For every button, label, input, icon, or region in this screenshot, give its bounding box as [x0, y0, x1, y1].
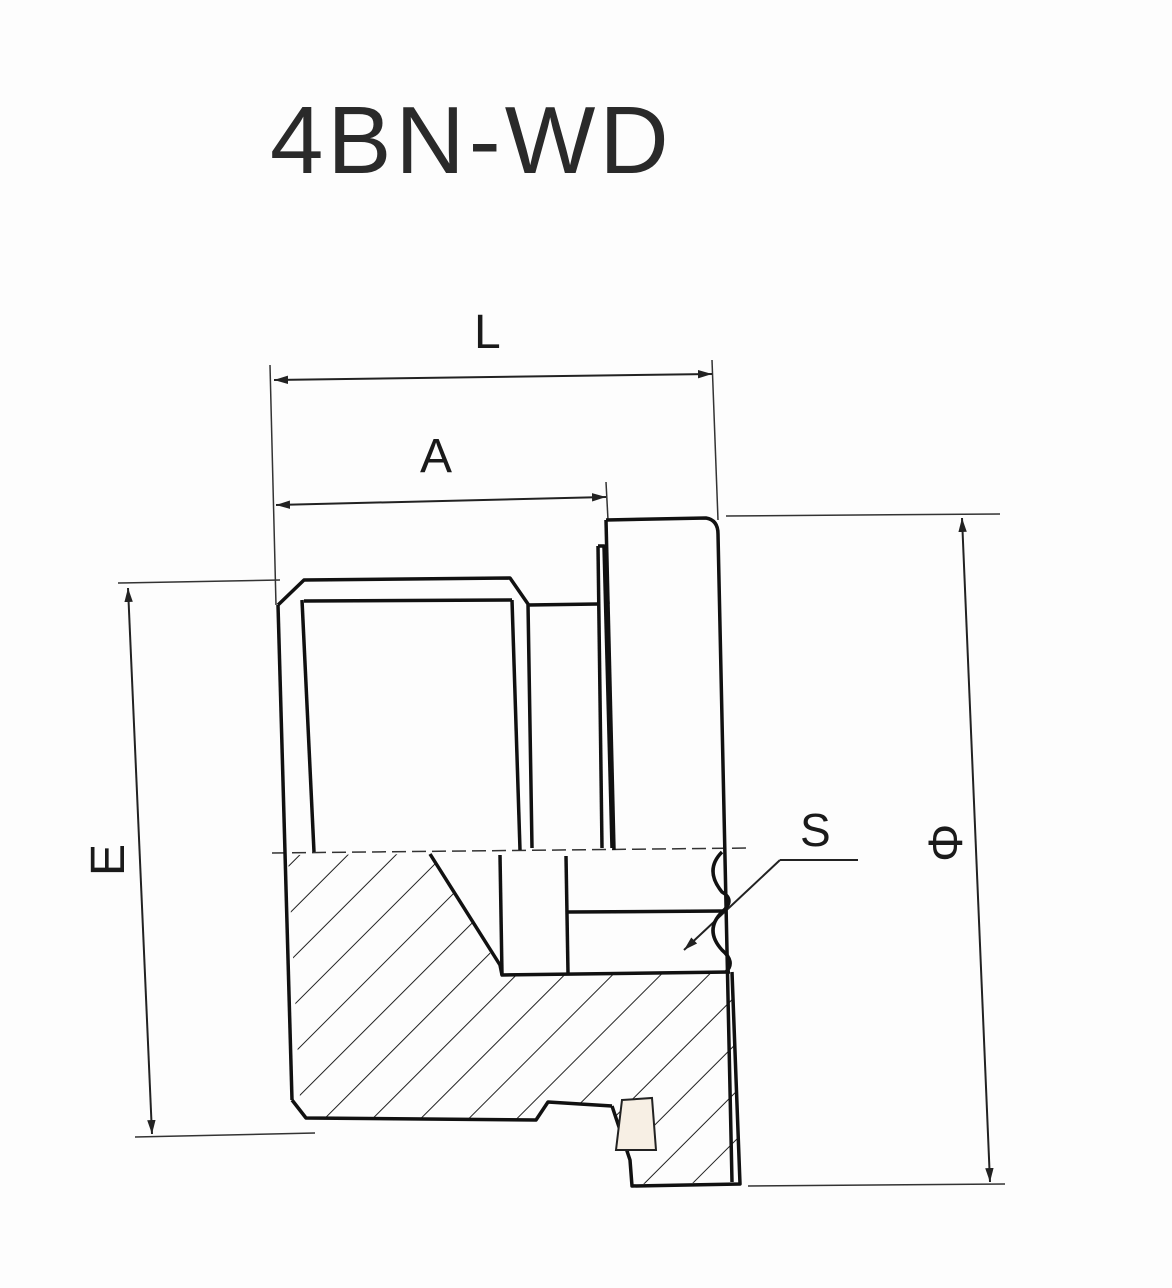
dimension-line-E — [124, 587, 156, 1135]
label-S: S — [800, 804, 831, 856]
leader-arrow-S — [683, 859, 781, 951]
drawing-title: 4BN-WD — [270, 87, 673, 194]
section-hatch — [288, 854, 740, 1184]
extension-lines — [117, 359, 1006, 1187]
dimension-line-phi — [958, 517, 994, 1183]
dimension-lines — [124, 369, 994, 1183]
label-phi: Φ — [920, 824, 973, 862]
label-E: E — [82, 844, 135, 876]
label-L: L — [474, 306, 501, 359]
dimension-line-L — [273, 369, 713, 385]
part-outline — [276, 516, 742, 1188]
dimension-line-A — [275, 493, 607, 509]
label-A: A — [420, 430, 452, 483]
seal-groove-mark — [614, 1096, 658, 1151]
center-line — [271, 847, 751, 854]
